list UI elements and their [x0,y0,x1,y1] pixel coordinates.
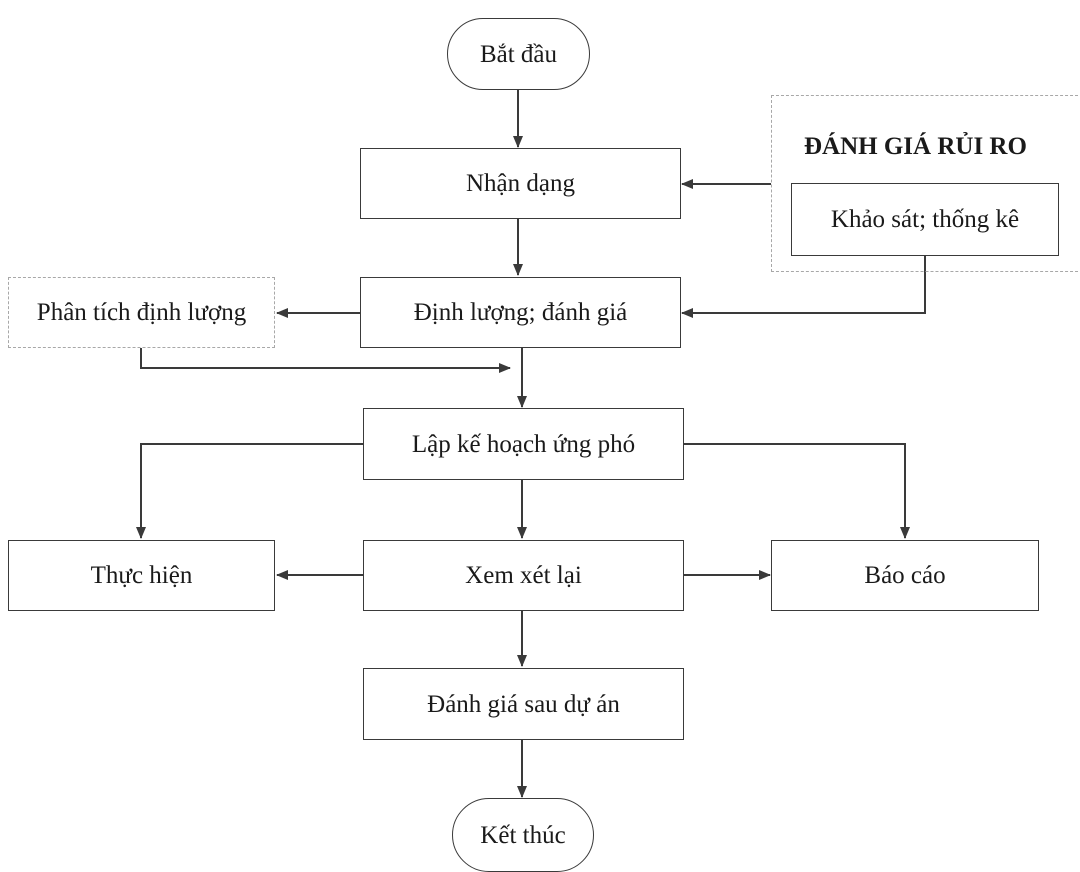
arrow-survey-to-quantify [681,256,926,318]
risk-assessment-title: ĐÁNH GIÁ RỦI RO [804,133,1027,160]
survey-node: Khảo sát; thống kê [791,183,1059,256]
end-node: Kết thúc [452,798,594,872]
quantify-node: Định lượng; đánh giá [360,277,681,348]
quant-analysis-node: Phân tích định lượng [8,277,275,348]
identify-node: Nhận dạng [360,148,681,219]
plan-node: Lập kế hoạch ứng phó [363,408,684,480]
connectors [136,90,926,798]
post-eval-node: Đánh giá sau dự án [363,668,684,740]
arrow-plan-to-report [684,443,910,539]
report-node: Báo cáo [771,540,1039,611]
arrow-quant-analysis-return [140,348,511,373]
risk-assessment-group [771,95,1080,272]
review-node: Xem xét lại [363,540,684,611]
implement-node: Thực hiện [8,540,275,611]
start-node: Bắt đầu [447,18,590,90]
risk-assessment-flowchart: ĐÁNH GIÁ RỦI RO Bắt đầu Nhận dạng Khảo s… [8,18,1080,872]
arrow-plan-to-implement [136,443,363,539]
